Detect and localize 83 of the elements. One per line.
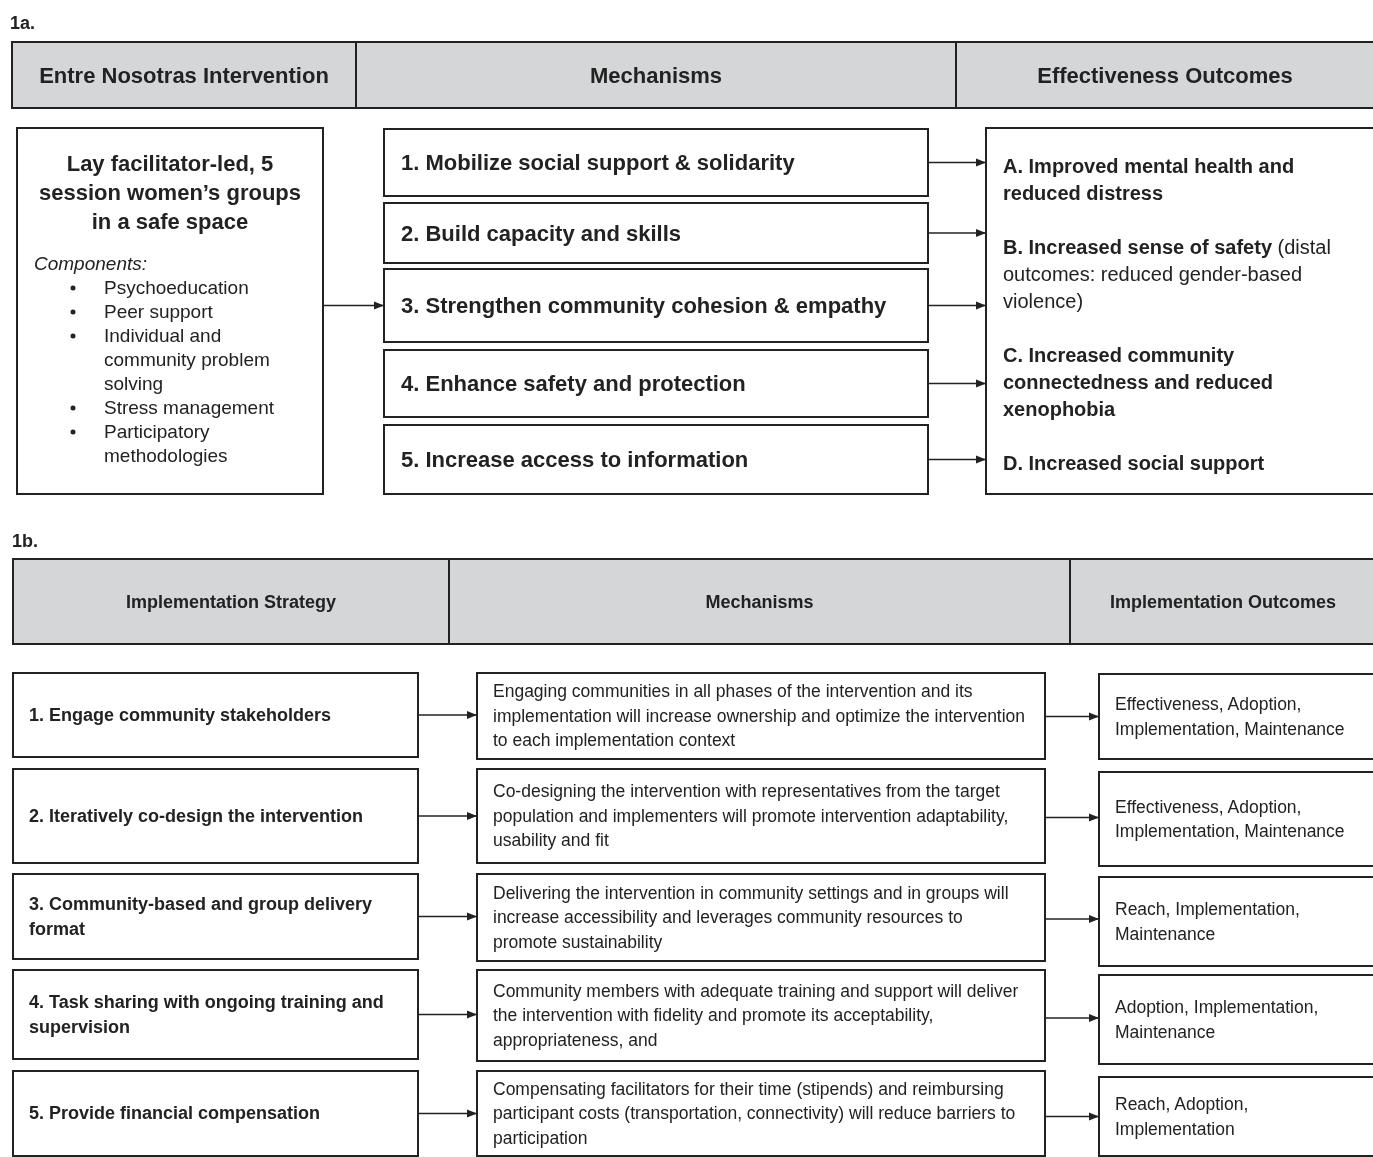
strategy-box [12, 768, 419, 864]
mechanism-box [476, 969, 1046, 1062]
outcome-box [1098, 876, 1373, 967]
arrow [418, 1109, 477, 1118]
strategy-box [12, 969, 419, 1060]
arrow [1045, 813, 1099, 822]
arrow [1045, 915, 1099, 923]
box-heading: Lay facilitator-led, 5 session women’s groups in a safe space [38, 150, 302, 236]
panel-label: 1a. [10, 12, 36, 35]
outcome-text: A. Improved mental health and reduced distress [1003, 154, 1296, 206]
box-text: 1. Engage community stakeholders [29, 703, 332, 727]
header-text: Entre Nosotras Intervention [39, 61, 329, 90]
arrow [323, 301, 384, 310]
outcome-text: C. Increased community connectedness and reduced xenophobia [1003, 343, 1275, 422]
list-item: Stress management [104, 396, 275, 420]
arrow [928, 229, 986, 237]
box-text: 5. Increase access to information [401, 446, 749, 474]
box-text: 4. Task sharing with ongoing training and supervision [29, 990, 385, 1039]
box-text: 3. Strengthen community cohesion & empathy [401, 292, 887, 320]
column-header [12, 558, 448, 645]
box-text: 5. Provide financial compensation [29, 1102, 321, 1125]
arrow [928, 379, 986, 388]
outcome-text: B. Increased sense of safety (distal outcomes: reduced gender-based violence) [1003, 235, 1332, 314]
list-heading: Components: [34, 252, 148, 276]
outcome-text: Reach, Adoption, Implementation [1115, 1093, 1250, 1141]
mechanism-box [383, 424, 929, 495]
outcome-text: Adoption, Implementation, Maintenance [1115, 996, 1320, 1044]
list-item: Participatory methodologies [104, 420, 229, 468]
intervention-box [16, 127, 324, 495]
header-text: Effectiveness Outcomes [1037, 61, 1293, 90]
outcome-text: D. Increased social support [1003, 451, 1266, 476]
header-text: Mechanisms [589, 61, 723, 90]
header-text: Implementation Strategy [125, 590, 336, 614]
box-text: Compensating facilitators for their time (stipends) and reimbursing participant costs (transportation, connectivity) will reduce barriers to participation [493, 1077, 1017, 1150]
box-text: 1. Mobilize social support & solidarity [401, 149, 795, 177]
box-text: 4. Enhance safety and protection [401, 370, 746, 398]
panel-label: 1b. [12, 530, 38, 553]
box-text: Community members with adequate training and support will deliver the intervention with fidelity and promote its acceptability, appropriateness, and [493, 979, 1020, 1052]
arrow [1045, 1014, 1099, 1022]
box-text: 3. Community-based and group delivery format [29, 892, 374, 941]
strategy-box [12, 672, 419, 758]
arrow [418, 912, 477, 921]
mechanism-box [476, 672, 1046, 760]
column-header [355, 41, 955, 109]
arrow [1045, 712, 1099, 721]
list-item: Peer support [104, 300, 213, 324]
mechanism-box [383, 202, 929, 264]
outcome-box [1098, 974, 1373, 1065]
column-header [1069, 558, 1373, 645]
list-item: Psychoeducation [104, 276, 249, 300]
arrow [1045, 1112, 1099, 1121]
arrow [418, 711, 477, 719]
arrow [928, 158, 986, 167]
outcome-box [1098, 1076, 1373, 1157]
box-text: Co-designing the intervention with representatives from the target population and implementers will promote intervention adaptability, usability and fit [493, 780, 1010, 853]
header-text: Implementation Outcomes [1109, 590, 1336, 614]
mechanism-box [383, 349, 929, 418]
mechanism-box [383, 128, 929, 197]
header-text: Mechanisms [705, 590, 814, 614]
box-text: 2. Build capacity and skills [401, 219, 681, 248]
mechanism-box [383, 268, 929, 343]
outcome-text: Effectiveness, Adoption, Implementation, Maintenance [1115, 795, 1346, 843]
arrow [928, 455, 986, 464]
column-header [11, 41, 355, 109]
box-text: 2. Iteratively co-design the intervention [29, 804, 364, 828]
arrow [928, 301, 986, 310]
list-item: Individual and community problem solving [104, 324, 271, 396]
outcome-box [1098, 673, 1373, 760]
column-header [955, 41, 1373, 109]
box-text: Engaging communities in all phases of the intervention and its implementation will increase ownership and optimize the intervention to each implementation context [493, 680, 1027, 753]
mechanism-box [476, 873, 1046, 962]
arrow [418, 812, 477, 820]
outcome-text: Reach, Implementation, Maintenance [1115, 898, 1301, 946]
box-text: Delivering the intervention in community settings and in groups will increase accessibility and leverages community resources to promote sustainability [493, 881, 1010, 954]
outcome-box [1098, 771, 1373, 867]
column-header [448, 558, 1069, 645]
mechanism-box [476, 768, 1046, 864]
arrow [418, 1010, 477, 1019]
outcome-text: Effectiveness, Adoption, Implementation, Maintenance [1115, 693, 1346, 741]
outcomes-box [985, 127, 1373, 495]
mechanism-box [476, 1070, 1046, 1157]
strategy-box [12, 1070, 419, 1157]
strategy-box [12, 873, 419, 960]
